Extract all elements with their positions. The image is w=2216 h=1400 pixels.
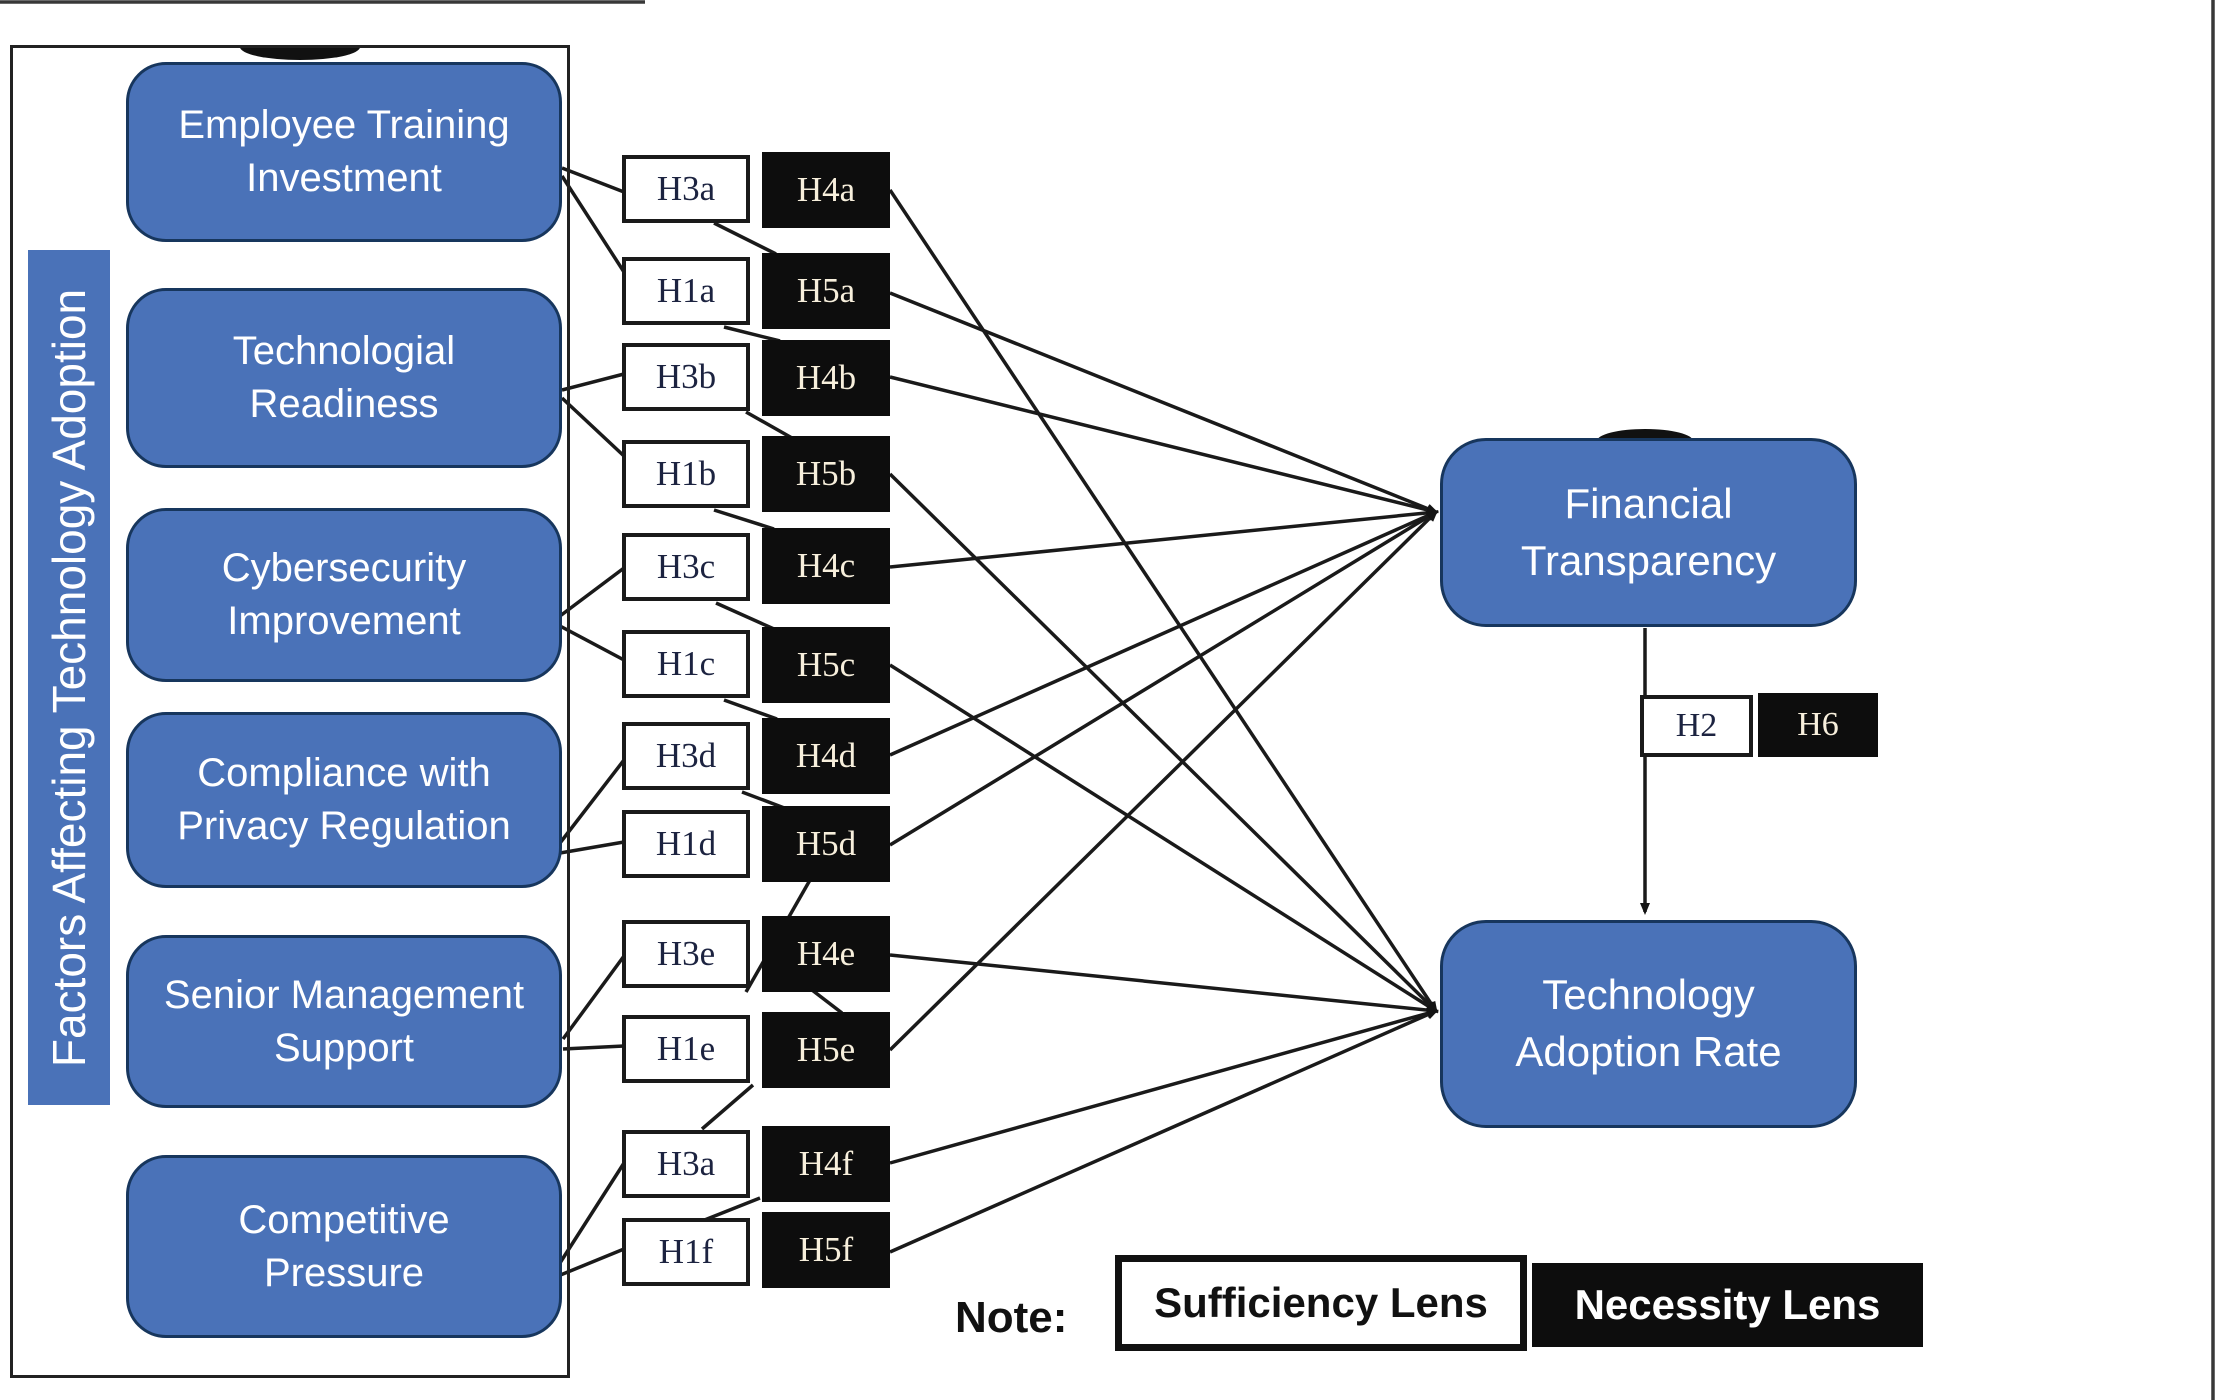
factor-compliance-privacy-regulation: Compliance with Privacy Regulation xyxy=(126,712,562,888)
note-label: Note: xyxy=(955,1293,1068,1342)
outcome-technology-adoption-rate: Technology Adoption Rate xyxy=(1440,920,1857,1128)
factor-technological-readiness: Technologial Readiness xyxy=(126,288,562,468)
hyp-necessity-row-8: H4e xyxy=(762,916,890,992)
hyp-necessity-row-9: H5e xyxy=(762,1012,890,1088)
hyp-necessity-row-6: H4d xyxy=(762,718,890,794)
hyp-necessity-row-10: H4f xyxy=(762,1126,890,1202)
hyp-sufficiency-row-0: H3a xyxy=(622,155,750,223)
outcome-financial-transparency: Financial Transparency xyxy=(1440,438,1857,627)
hyp-sufficiency-row-2: H3b xyxy=(622,343,750,411)
factor-senior-management-support: Senior Management Support xyxy=(126,935,562,1108)
factors-container-frame xyxy=(10,45,570,1378)
hyp-necessity-row-2: H4b xyxy=(762,340,890,416)
hyp-necessity-row-4: H4c xyxy=(762,528,890,604)
hyp-sufficiency-row-10: H3a xyxy=(622,1130,750,1198)
legend-sufficiency-lens: Sufficiency Lens xyxy=(1115,1255,1527,1351)
factors-sidebar: Factors Affecting Technology Adoption xyxy=(28,250,110,1105)
hyp-sufficiency-row-1: H1a xyxy=(622,257,750,325)
hyp-sufficiency-row-7: H1d xyxy=(622,810,750,878)
hyp-sufficiency-row-9: H1e xyxy=(622,1015,750,1083)
mediation-h6-box: H6 xyxy=(1758,693,1878,757)
hyp-necessity-row-1: H5a xyxy=(762,253,890,329)
hyp-sufficiency-row-5: H1c xyxy=(622,630,750,698)
hyp-sufficiency-row-6: H3d xyxy=(622,722,750,790)
mediation-h2-box: H2 xyxy=(1640,695,1753,757)
hyp-sufficiency-row-11: H1f xyxy=(622,1218,750,1286)
hyp-necessity-row-3: H5b xyxy=(762,436,890,512)
legend-necessity-lens: Necessity Lens xyxy=(1532,1263,1923,1347)
factor-competitive-pressure: Competitive Pressure xyxy=(126,1155,562,1338)
hyp-sufficiency-row-3: H1b xyxy=(622,440,750,508)
hyp-necessity-row-11: H5f xyxy=(762,1212,890,1288)
hyp-sufficiency-row-8: H3e xyxy=(622,920,750,988)
factors-sidebar-label: Factors Affecting Technology Adoption xyxy=(43,288,95,1067)
factor-employee-training-investment: Employee Training Investment xyxy=(126,62,562,242)
hyp-sufficiency-row-4: H3c xyxy=(622,533,750,601)
hyp-necessity-row-7: H5d xyxy=(762,806,890,882)
container-top-arc xyxy=(240,47,360,60)
hyp-necessity-row-0: H4a xyxy=(762,152,890,228)
hyp-necessity-row-5: H5c xyxy=(762,627,890,703)
factor-cybersecurity-improvement: Cybersecurity Improvement xyxy=(126,508,562,682)
